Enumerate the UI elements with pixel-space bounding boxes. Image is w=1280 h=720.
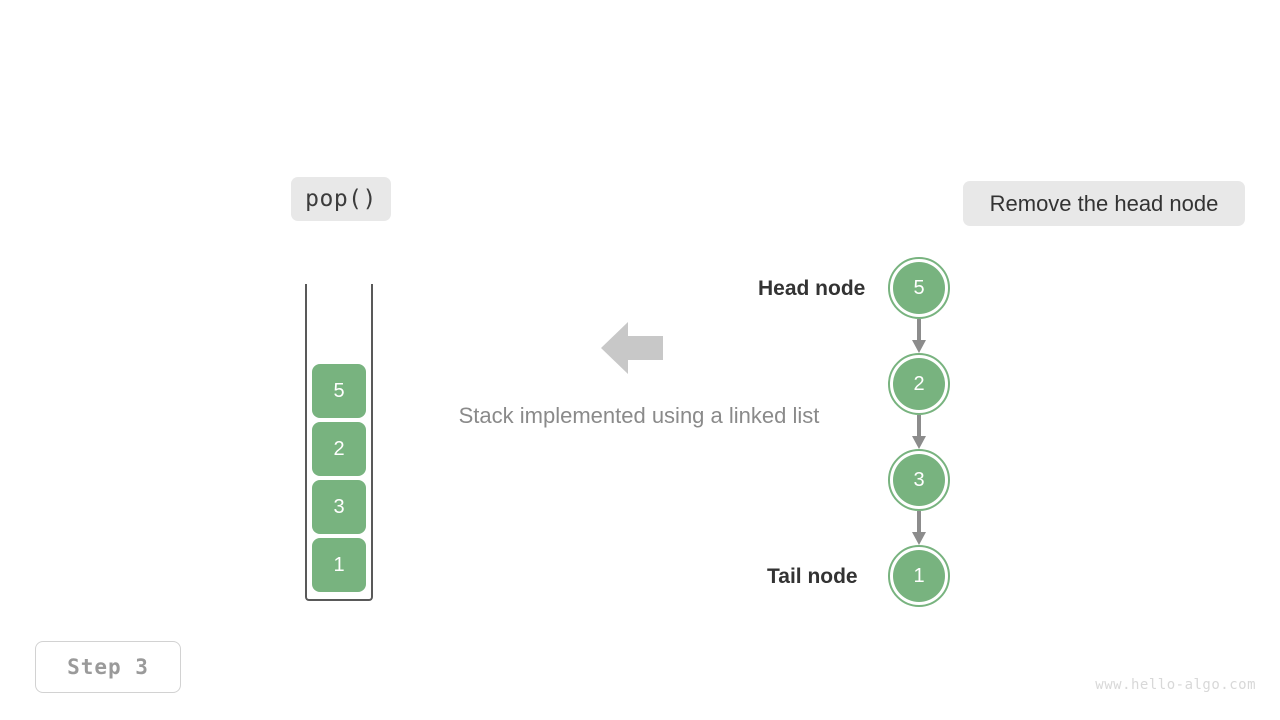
list-node: 2 — [888, 353, 950, 415]
stack-cell: 3 — [312, 480, 366, 534]
description-badge: Remove the head node — [963, 181, 1245, 226]
stack-cell: 5 — [312, 364, 366, 418]
list-node-value: 1 — [893, 550, 945, 602]
linked-list: 5 2 3 1 — [888, 257, 952, 609]
left-arrow-icon — [601, 320, 663, 376]
list-node-value: 2 — [893, 358, 945, 410]
list-node-value: 3 — [893, 454, 945, 506]
caption: Stack implemented using a linked list — [0, 403, 1280, 429]
down-arrow-icon — [911, 415, 927, 449]
list-node: 5 — [888, 257, 950, 319]
list-node: 3 — [888, 449, 950, 511]
operation-badge: pop() — [291, 177, 391, 221]
list-node-value: 5 — [893, 262, 945, 314]
head-node-label: Head node — [758, 277, 866, 300]
down-arrow-icon — [911, 319, 927, 353]
tail-node-label: Tail node — [767, 565, 858, 588]
watermark: www.hello-algo.com — [1095, 677, 1256, 693]
stack-cell-list: 5 2 3 1 — [312, 364, 366, 596]
step-badge: Step 3 — [35, 641, 181, 693]
down-arrow-icon — [911, 511, 927, 545]
stack-cell: 2 — [312, 422, 366, 476]
list-node: 1 — [888, 545, 950, 607]
stack-container — [305, 284, 373, 601]
caption-text: Stack implemented using a linked list — [458, 403, 820, 428]
stack-cell: 1 — [312, 538, 366, 592]
